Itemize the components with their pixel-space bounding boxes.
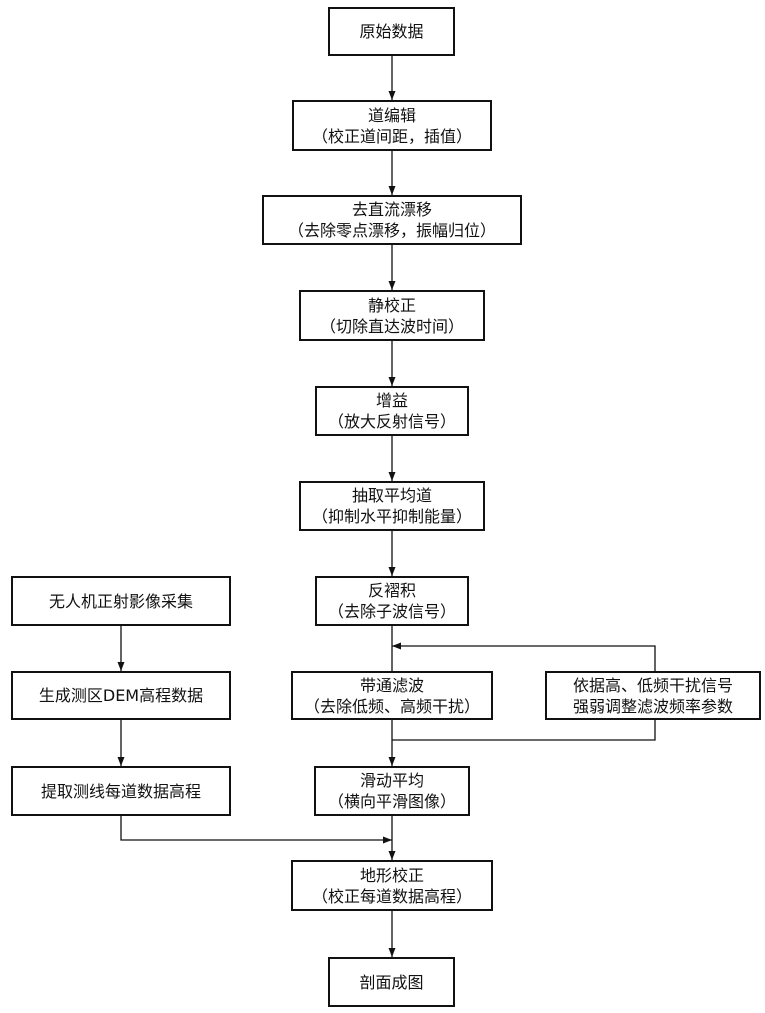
node-deconvolution-subtitle: （去除子波信号）	[327, 602, 456, 621]
arrow-l3-n10	[120, 816, 392, 844]
node-bandpass-filter: 带通滤波 （去除低频、高频干扰）	[291, 671, 493, 720]
node-moving-average: 滑动平均 （横向平滑图像）	[314, 766, 470, 816]
node-profile-mapping-title: 剖面成图	[359, 972, 424, 992]
node-average-trace-title: 抽取平均道	[351, 486, 432, 505]
line-loop-r1	[392, 720, 656, 741]
node-uav-imagery-title: 无人机正射影像采集	[48, 591, 193, 611]
node-terrain-correction-title: 地形校正	[359, 865, 424, 885]
node-uav-imagery: 无人机正射影像采集	[11, 576, 231, 626]
node-trace-edit-title: 道编辑	[367, 105, 416, 125]
node-moving-average-title: 滑动平均	[359, 771, 424, 790]
node-profile-mapping: 剖面成图	[328, 957, 455, 1007]
node-gain: 增益 （放大反射信号）	[315, 386, 469, 436]
node-dc-drift-removal-title: 去直流漂移	[351, 200, 432, 219]
node-generate-dem: 生成测区DEM高程数据	[11, 671, 231, 720]
node-dc-drift-removal-subtitle: （去除零点漂移，振幅归位）	[287, 221, 496, 240]
node-gain-subtitle: （放大反射信号）	[327, 412, 456, 431]
node-generate-dem-title: 生成测区DEM高程数据	[38, 686, 204, 705]
arrow-r1-loop	[392, 642, 656, 671]
node-raw-data: 原始数据	[328, 7, 455, 56]
node-trace-edit: 道编辑 （校正道间距，插值）	[292, 100, 492, 151]
node-terrain-correction: 地形校正 （校正每道数据高程）	[291, 860, 493, 911]
node-moving-average-subtitle: （横向平滑图像）	[327, 792, 456, 811]
node-gain-title: 增益	[375, 391, 408, 410]
node-deconvolution: 反褶积 （去除子波信号）	[315, 576, 469, 626]
node-static-correction-subtitle: （切除直达波时间）	[319, 316, 464, 336]
node-extract-elevation: 提取测线每道数据高程	[11, 766, 231, 816]
node-static-correction-title: 静校正	[367, 295, 416, 315]
node-average-trace-subtitle: （抑制水平抑制能量）	[311, 507, 472, 526]
node-static-correction: 静校正 （切除直达波时间）	[299, 290, 485, 341]
node-extract-elevation-title: 提取测线每道数据高程	[40, 781, 201, 801]
node-terrain-correction-subtitle: （校正每道数据高程）	[311, 886, 472, 906]
node-trace-edit-subtitle: （校正道间距，插值）	[311, 126, 472, 146]
node-raw-data-title: 原始数据	[359, 22, 424, 41]
node-average-trace: 抽取平均道 （抑制水平抑制能量）	[299, 481, 485, 531]
node-bandpass-filter-subtitle: （去除低频、高频干扰）	[303, 696, 480, 716]
node-bandpass-filter-title: 带通滤波	[359, 675, 424, 695]
node-dc-drift-removal: 去直流漂移 （去除零点漂移，振幅归位）	[262, 195, 522, 245]
node-filter-parameter-adjust-line2: 强弱调整滤波频率参数	[572, 696, 733, 716]
node-filter-parameter-adjust-line1: 依据高、低频干扰信号	[572, 675, 733, 695]
node-deconvolution-title: 反褶积	[367, 581, 416, 600]
node-filter-parameter-adjust: 依据高、低频干扰信号 强弱调整滤波频率参数	[545, 671, 761, 720]
